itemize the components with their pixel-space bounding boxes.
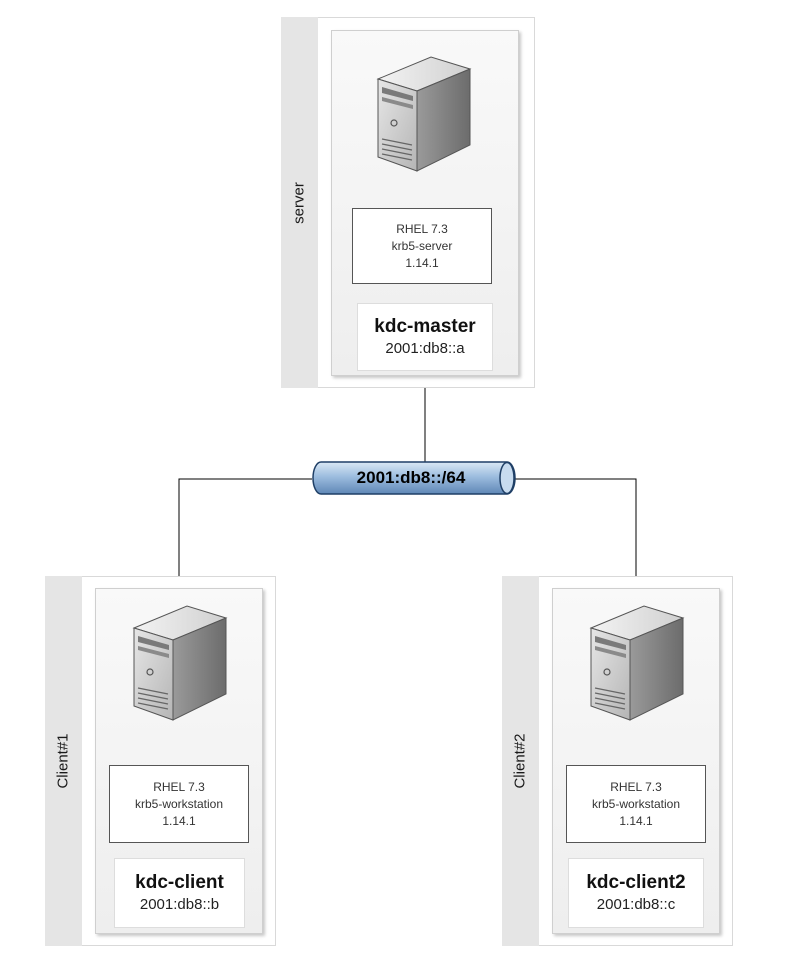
server-tower-icon [132,605,228,721]
host-name-box: kdc-client 2001:db8::b [114,858,245,928]
ip-address: 2001:db8::b [139,896,220,913]
package-name: krb5-server [391,238,453,253]
side-band [502,576,539,946]
node-panel: RHEL 7.3 krb5-workstation 1.14.1 kdc-cli… [552,588,720,934]
client2-link [513,478,637,588]
ip-address: 2001:db8::c [596,896,676,913]
side-band [45,576,82,946]
os-version: RHEL 7.3 [610,779,662,794]
client2-node: Client#2 RHEL 7.3 krb5-workstation 1.14.… [502,576,733,946]
hostname: kdc-client [135,872,224,893]
side-band [281,17,318,388]
server-tower-icon [589,605,685,721]
group-label: Client#2 [511,733,529,789]
package-version: 1.14.1 [619,813,653,828]
software-info-box: RHEL 7.3 krb5-server 1.14.1 [352,208,492,284]
os-version: RHEL 7.3 [153,779,205,794]
server-node: server [281,17,535,388]
group-label: server [290,181,308,224]
client1-node: Client#1 RHEL 7.3 krb5-workstation 1.14.… [45,576,276,946]
os-version: RHEL 7.3 [396,221,448,236]
node-panel: RHEL 7.3 krb5-workstation 1.14.1 kdc-cli… [95,588,263,934]
client1-link [178,478,312,588]
hostname: kdc-master [374,316,476,337]
package-version: 1.14.1 [162,813,196,828]
software-info-box: RHEL 7.3 krb5-workstation 1.14.1 [566,765,706,843]
network-segment-pipe [312,461,516,495]
group-label: Client#1 [54,733,72,789]
software-info-box: RHEL 7.3 krb5-workstation 1.14.1 [109,765,249,843]
hostname: kdc-client2 [586,872,686,893]
ip-address: 2001:db8::a [385,340,465,357]
network-label: 2001:db8::/64 [356,468,466,487]
node-panel: RHEL 7.3 krb5-server 1.14.1 kdc-master 2… [331,30,519,376]
host-name-box: kdc-client2 2001:db8::c [568,858,704,928]
package-version: 1.14.1 [405,255,439,270]
server-tower-icon [376,56,472,172]
package-name: krb5-workstation [591,796,681,811]
host-name-box: kdc-master 2001:db8::a [357,303,493,371]
package-name: krb5-workstation [134,796,224,811]
